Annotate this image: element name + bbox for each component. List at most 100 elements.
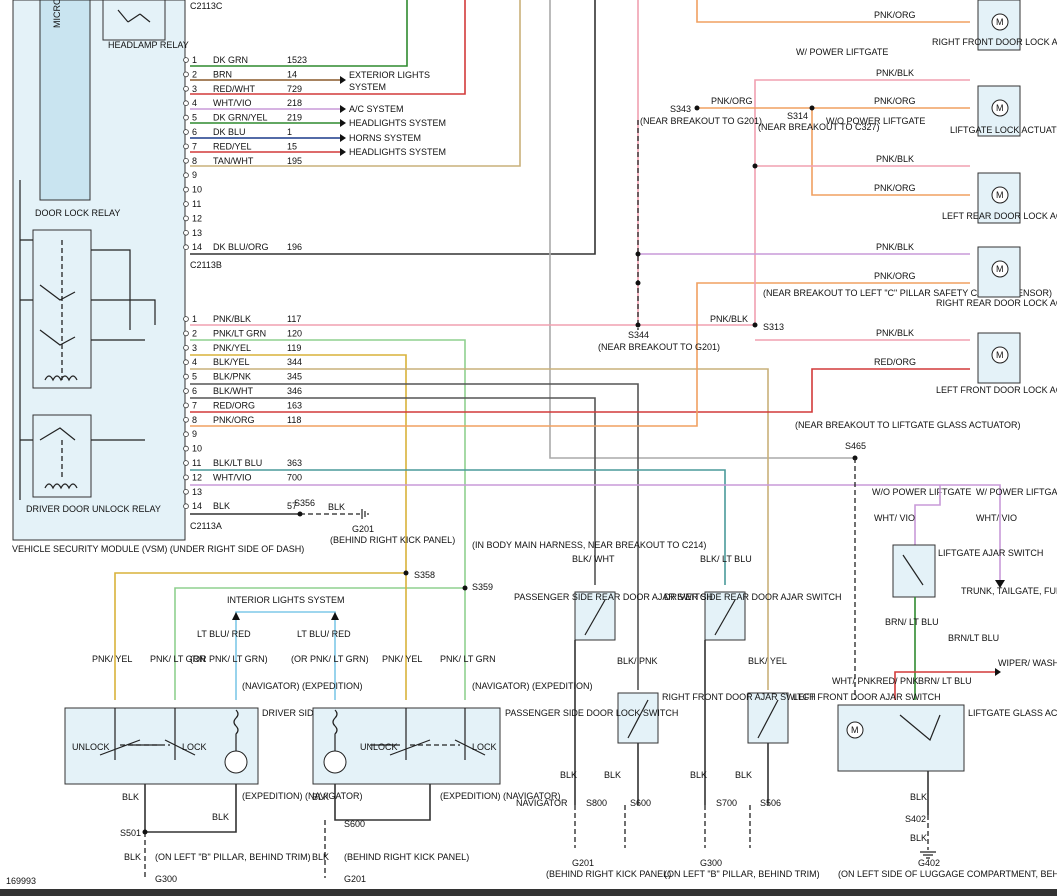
label-ltblu-red-p: LT BLU/ RED	[297, 629, 351, 639]
connector-c2113a: C2113A	[190, 521, 222, 531]
motor-label: M	[996, 190, 1004, 200]
ground-g300b: G300	[700, 858, 722, 868]
pin-circuit: 14	[287, 69, 297, 79]
pin-number: 12	[192, 213, 202, 223]
headlamp-relay-box	[102, 0, 166, 41]
splice-s501-dot	[142, 829, 148, 835]
connector-pin	[183, 100, 189, 106]
pin-number: 9	[192, 170, 197, 180]
pin-circuit: 1	[287, 127, 292, 137]
dest-headlights-1: HEADLIGHTS SYSTEM	[349, 118, 446, 128]
ground-g300a: G300	[155, 874, 177, 884]
splice-s800: S800	[586, 798, 607, 808]
pass-lock-lamp-icon	[323, 750, 347, 774]
connector-pin	[183, 71, 189, 78]
splice-s344: S344	[628, 330, 649, 340]
label-pnk-blk-s313: PNK/BLK	[710, 314, 748, 324]
rf-ajar-box	[617, 692, 659, 744]
label-exp-nav-p: (EXPEDITION) (NAVIGATOR)	[440, 791, 561, 801]
liftgate-ajar-switch-icon	[902, 554, 924, 586]
wire-red-org-163	[190, 368, 970, 413]
door-lock-relay-coil-icon	[44, 375, 78, 382]
wire-pnk-yel-driver	[114, 572, 406, 700]
label-pnk-yel-d: PNK/ YEL	[92, 654, 132, 664]
pin-wire-color: WHT/VIO	[213, 98, 252, 108]
driver-unlock-relay-box	[32, 414, 92, 498]
pass-unlock-label: UNLOCK	[360, 742, 398, 752]
connector-pin	[183, 460, 189, 466]
pin-number: 4	[192, 98, 197, 108]
pin-wire-color: BLK/WHT	[213, 386, 254, 396]
label-pnk-ltgrn-d: PNK/ LT GRN	[150, 654, 206, 664]
wire-pnk-org-rf	[696, 0, 970, 23]
pin-number: 2	[192, 69, 197, 79]
pin-number: 11	[192, 199, 201, 209]
wire-wht-vio-700	[190, 484, 1001, 580]
connector-pin	[183, 158, 189, 164]
motor-icon	[991, 260, 1009, 278]
label-blk-rf: BLK	[604, 770, 621, 780]
splice-s358: S358	[414, 570, 435, 580]
trunk-arrow-icon	[995, 580, 1005, 588]
label-wht-pnk: WHT/ PNK	[832, 676, 876, 686]
ajar-switches	[574, 591, 789, 744]
actuator-rf-label: RIGHT FRONT DOOR LOCK ACTUATOR	[932, 37, 1057, 47]
splice-s465-note: (NEAR BREAKOUT TO LIFTGATE GLASS ACTUATO…	[795, 420, 1021, 430]
splice-s343: S343	[670, 104, 691, 114]
vsm-internal-wiring	[19, 180, 156, 500]
pin-number: 5	[192, 113, 197, 123]
dest-exterior-lights: EXTERIOR LIGHTS	[349, 70, 430, 80]
label-red-org-lf: RED/ORG	[874, 357, 916, 367]
pin-number: 2	[192, 328, 197, 338]
splice-s313-note: (NEAR BREAKOUT TO LEFT "C" PILLAR SAFETY…	[763, 288, 1052, 298]
ground-g402-note: (ON LEFT SIDE OF LUGGAGE COMPARTMENT, BE…	[838, 869, 1057, 879]
pin-wire-color: BLK/PNK	[213, 372, 251, 382]
actuator-lr-label: LEFT REAR DOOR LOCK ACTUATOR	[942, 211, 1057, 221]
connector-pin	[183, 402, 189, 409]
splice-s402: S402	[905, 814, 926, 824]
pin-number: 7	[192, 400, 197, 410]
c2113b-arrows: EXTERIOR LIGHTS SYSTEM A/C SYSTEM HEADLI…	[340, 70, 446, 157]
pin-circuit: 1523	[287, 55, 307, 65]
label-red-pnk: RED/ PNK	[876, 676, 919, 686]
pin-number: 10	[192, 444, 202, 454]
connector-pin	[183, 129, 189, 135]
ground-icon-g402	[920, 851, 936, 859]
label-wht-vio-trunk: WHT/ VIO	[976, 513, 1017, 523]
splice-s700: S700	[716, 798, 737, 808]
dest-horns: HORNS SYSTEM	[349, 133, 421, 143]
splice-s359: S359	[472, 582, 493, 592]
vsm-box	[12, 0, 186, 541]
pass-lock-resistor-icon	[332, 709, 338, 751]
label-blk-lf: BLK	[735, 770, 752, 780]
connector-pin	[183, 57, 189, 63]
pass-lock-switch-label: PASSENGER SIDE DOOR LOCK SWITCH	[505, 708, 678, 718]
pass-lock-label: LOCK	[472, 742, 497, 752]
pin-number: 5	[192, 372, 197, 382]
label-pnk-ltgrn-p: PNK/ LT GRN	[440, 654, 496, 664]
rf-ajar-label: RIGHT FRONT DOOR AJAR SWITCH	[662, 692, 816, 702]
pin-number: 10	[192, 185, 202, 195]
motor-label: M	[996, 264, 1004, 274]
wire-dk-grn-1523	[190, 0, 408, 67]
wire-wht-vio-ajar	[914, 485, 941, 545]
pin-circuit: 363	[287, 458, 302, 468]
glass-actuator-switch-icon	[899, 714, 941, 741]
label-nav-exp-d: (NAVIGATOR) (EXPEDITION)	[242, 681, 363, 691]
ground-g201c-note: (BEHIND RIGHT KICK PANEL)	[546, 869, 671, 879]
label-pnk-blk-rr: PNK/BLK	[876, 242, 914, 252]
label-pnk-blk-lr: PNK/BLK	[876, 154, 914, 164]
system-liftgate-glass: LIFTGATE GLASS ACTUATOR	[968, 708, 1057, 718]
wire-blk-ltblu-363	[190, 469, 726, 585]
pin-wire-color: PNK/LT GRN	[213, 328, 266, 338]
pin-wire-color: PNK/YEL	[213, 343, 251, 353]
splice-s358-dot	[403, 570, 409, 576]
pin-wire-color: RED/YEL	[213, 141, 252, 151]
pin-wire-color: BLK/YEL	[213, 357, 250, 367]
pin-wire-color: BRN	[213, 69, 232, 79]
liftgate-ajar-label: LIFTGATE AJAR SWITCH	[938, 548, 1043, 558]
connector-pin	[183, 474, 189, 481]
connector-c2113c: C2113C	[190, 1, 223, 11]
pin-circuit: 218	[287, 98, 302, 108]
pin-circuit: 346	[287, 386, 302, 396]
